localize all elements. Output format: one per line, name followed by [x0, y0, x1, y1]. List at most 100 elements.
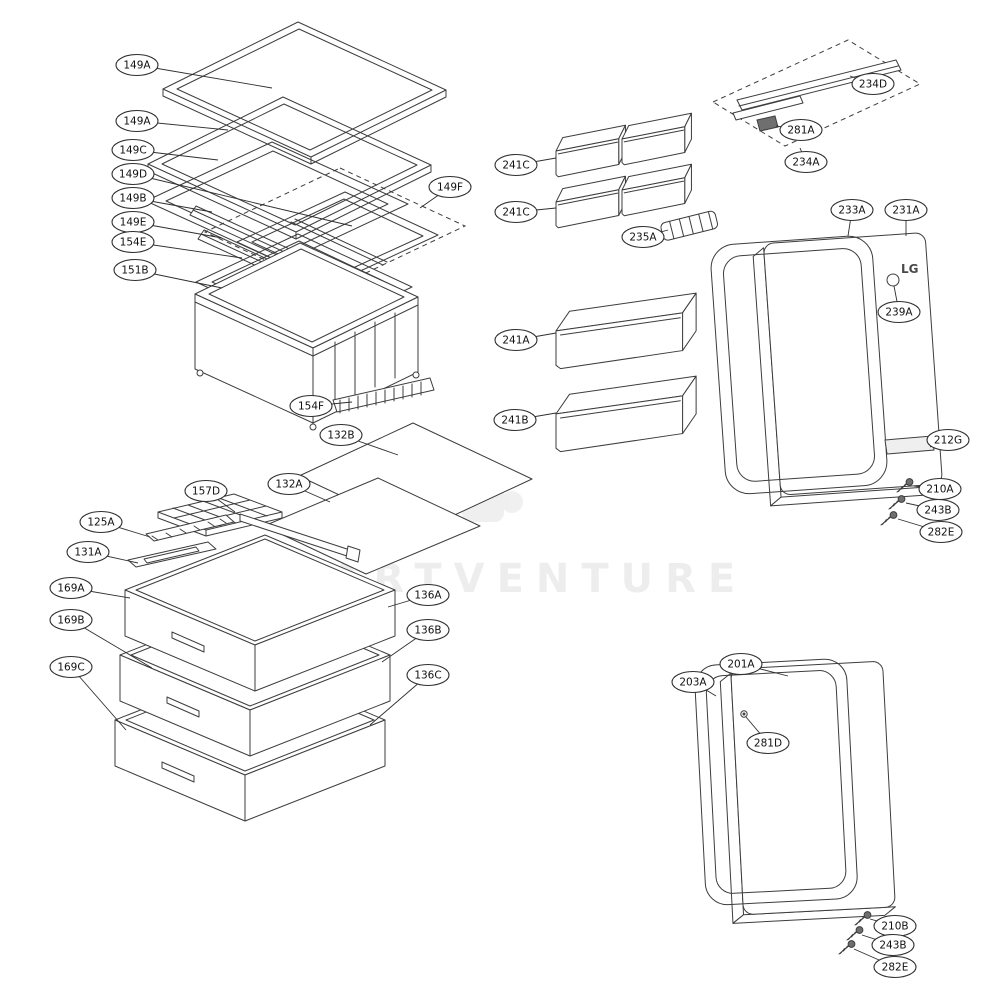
part-label-233a: 233A: [831, 200, 873, 237]
part-label-text: 282E: [882, 962, 909, 974]
part-label-text: 132A: [275, 479, 303, 491]
part-grille-154f: [333, 378, 434, 413]
part-label-132a: 132A: [268, 474, 330, 503]
part-label-text: 281A: [787, 125, 815, 137]
part-label-bubble: [672, 672, 714, 693]
part-bins-241c-row2: [555, 163, 692, 229]
part-shelf-149a-2: [148, 97, 431, 239]
part-label-241c: 241C: [495, 202, 556, 223]
part-label-bubble: [785, 152, 827, 173]
part-label-234a: 234A: [785, 148, 827, 173]
part-label-text: 149D: [119, 169, 147, 181]
part-door-231a: [752, 232, 943, 505]
part-label-201a: 201A: [720, 654, 788, 677]
part-label-text: 241C: [502, 207, 529, 219]
part-label-210b: 210B: [870, 916, 916, 937]
part-label-282e: 282E: [854, 949, 916, 978]
part-label-text: 281D: [754, 738, 782, 750]
part-label-bubble: [320, 425, 362, 446]
part-label-text: 169C: [57, 662, 84, 674]
part-label-bubble: [831, 200, 873, 221]
part-label-131a: 131A: [67, 542, 138, 564]
part-bin-241b: [555, 375, 697, 453]
part-label-text: 136B: [414, 625, 441, 637]
leader-line: [133, 174, 352, 226]
part-label-235a: 235A: [622, 227, 668, 248]
lg-logo-text: LG: [901, 262, 919, 276]
part-label-text: 241C: [502, 160, 529, 172]
part-label-132b: 132B: [320, 425, 398, 456]
part-label-text: 234D: [859, 79, 887, 91]
part-gasket-233a: [709, 235, 888, 496]
part-gasket-203a: [694, 658, 858, 906]
part-label-bubble: [927, 430, 969, 451]
part-label-bubble: [852, 74, 894, 95]
part-label-282e: 282E: [898, 519, 962, 543]
part-label-bubble: [494, 410, 536, 431]
part-bracket-131a: [128, 542, 216, 567]
part-label-149a: 149A: [116, 111, 228, 132]
part-label-157d: 157D: [185, 481, 235, 513]
part-label-text: 132B: [327, 430, 354, 442]
part-label-text: 149A: [123, 60, 151, 72]
part-label-243b: 243B: [862, 935, 914, 956]
part-label-149d: 149D: [112, 164, 352, 227]
part-label-bubble: [67, 542, 109, 563]
part-label-text: 149C: [119, 145, 146, 157]
lg-badge-icon: [887, 274, 899, 286]
part-label-281a: 281A: [776, 120, 822, 141]
part-door-201a: [720, 661, 896, 923]
part-label-bubble: [429, 177, 471, 198]
part-sheet-132a: [264, 478, 480, 574]
part-label-bubble: [80, 512, 122, 533]
part-label-layer: 149A149A149C149D149B149E154E151B149F154F…: [50, 55, 969, 978]
part-label-154e: 154E: [112, 232, 242, 259]
part-label-text: 125A: [87, 517, 115, 529]
part-label-text: 201A: [727, 659, 755, 671]
part-label-231a: 231A: [885, 200, 927, 237]
lg-logo: LG: [887, 262, 919, 286]
part-label-bubble: [885, 200, 927, 221]
part-label-text: 149B: [119, 193, 146, 205]
leader-line: [71, 667, 126, 730]
part-clip-281a: [757, 116, 778, 131]
part-label-text: 149F: [437, 182, 463, 194]
part-label-text: 157D: [192, 486, 220, 498]
part-label-text: 235A: [629, 232, 657, 244]
part-label-bubble: [878, 302, 920, 323]
part-label-136c: 136C: [370, 665, 449, 726]
part-label-text: 169B: [57, 615, 84, 627]
part-cap-rail-234d: [737, 60, 901, 110]
part-label-bubble: [874, 957, 916, 978]
part-cap-assembly-234a: [713, 40, 920, 146]
part-label-text: 243B: [879, 940, 906, 952]
part-label-bubble: [116, 55, 158, 76]
part-label-210a: 210A: [914, 479, 961, 500]
part-label-text: 136C: [414, 670, 441, 682]
part-label-149a: 149A: [116, 55, 272, 89]
part-label-241c: 241C: [495, 155, 556, 176]
part-region-149f: [205, 168, 465, 290]
part-label-136b: 136B: [382, 620, 449, 663]
part-label-text: 212G: [934, 435, 962, 447]
part-label-bubble: [112, 232, 154, 253]
part-label-text: 243B: [924, 505, 951, 517]
part-label-bubble: [50, 657, 92, 678]
part-label-text: 169A: [57, 583, 85, 595]
part-label-136a: 136A: [388, 585, 449, 608]
part-label-bubble: [407, 665, 449, 686]
part-label-bubble: [872, 935, 914, 956]
part-label-text: 210A: [926, 484, 954, 496]
part-label-239a: 239A: [878, 286, 920, 323]
part-label-241b: 241B: [494, 410, 556, 431]
part-label-text: 154E: [120, 237, 147, 249]
leader-line: [137, 65, 272, 88]
part-label-text: 149E: [120, 217, 147, 229]
part-label-149e: 149E: [112, 212, 222, 239]
part-label-text: 234A: [792, 157, 820, 169]
part-plate-212g: [885, 436, 934, 454]
part-label-bubble: [268, 474, 310, 495]
part-label-bubble: [114, 260, 156, 281]
